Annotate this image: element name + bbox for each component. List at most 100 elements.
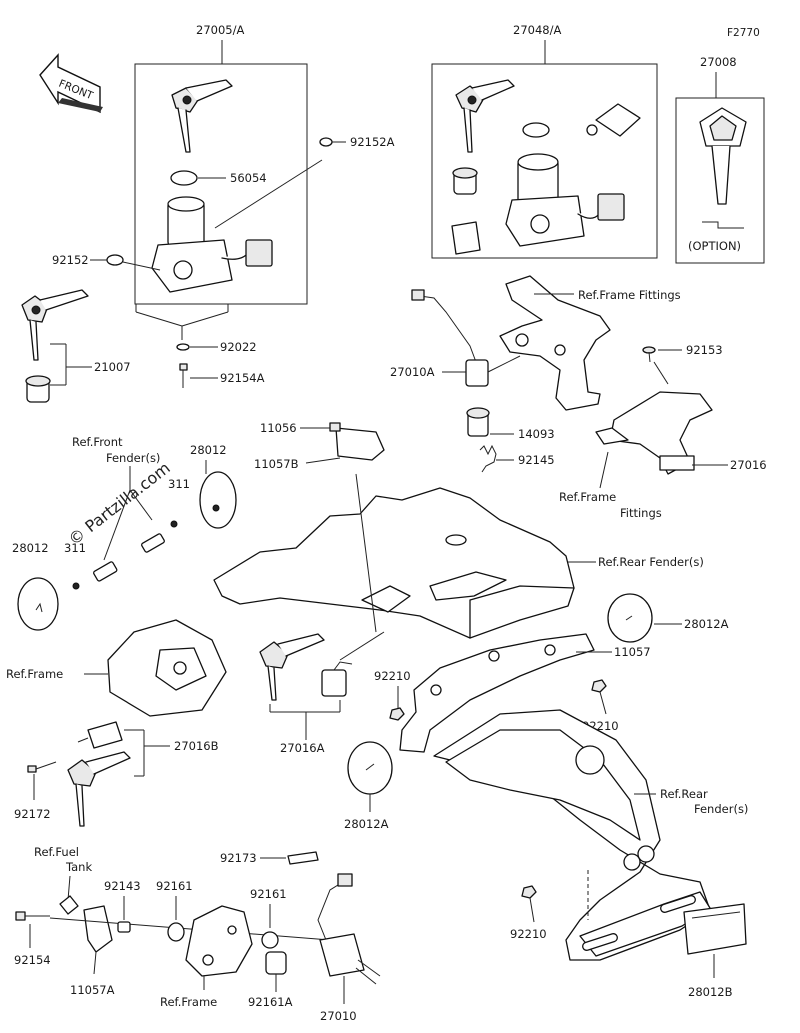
clamp-92173 [287,851,319,865]
label-ref-front-fender-a: Ref.Front [72,435,123,449]
washer-92022 [176,343,190,351]
label-27016: 27016 [730,458,767,472]
sensor-27010A [411,289,489,387]
bracket-27048 [451,221,481,255]
label-option: (OPTION) [688,239,741,253]
frame-fittings-bracket [499,275,611,411]
nut-92210-right [591,679,607,693]
label-ref-frame: Ref.Frame [6,667,63,681]
label-27016A: 27016A [280,741,325,755]
lock-27016A [321,661,353,697]
label-11057A: 11057A [70,983,115,997]
label-92210-bottom: 92210 [510,927,547,941]
option-key-27008 [699,107,747,205]
cap-28012-left [17,577,59,631]
washer-92152 [106,254,124,266]
ignition-switch-27048 [505,153,625,247]
screw-92172 [27,761,57,773]
label-11057B: 11057B [254,457,299,471]
label-28012A-right: 28012A [684,617,729,631]
label-ref-frame-bottom: Ref.Frame [160,995,217,1009]
figure-code: F2770 [727,27,760,39]
screw-92154 [15,911,50,921]
label-28012-left: 28012 [12,541,49,555]
label-27010: 27010 [320,1009,357,1023]
label-ref-fuel-tank-a: Ref.Fuel [34,845,79,859]
key-21007 [21,289,89,361]
label-27008: 27008 [700,55,737,69]
label-27048A: 27048/A [513,23,561,37]
bracket-27016 [595,391,713,475]
label-28012B: 28012B [688,985,733,999]
label-92152: 92152 [52,253,89,267]
label-ref-front-fender-b: Fender(s) [106,451,160,465]
label-ref-rear-fender-1: Ref.Rear Fender(s) [598,555,704,569]
label-27005A: 27005/A [196,23,244,37]
lock-cylinder-21007 [25,375,51,403]
cap-28012A-mid [347,741,393,795]
label-28012A-mid: 28012A [344,817,389,831]
label-11056: 11056 [260,421,297,435]
washer-56054 [170,170,198,186]
ignition-key-27048 [455,79,515,153]
label-311-top: 311 [168,477,190,491]
label-92161A: 92161A [248,995,293,1009]
ignition-switch-body [151,196,273,293]
sensor-27010 [317,873,381,985]
label-14093: 14093 [518,427,555,441]
key-27016B [67,751,131,827]
label-92143: 92143 [104,879,141,893]
sensor-27048 [586,103,641,137]
label-92145: 92145 [518,453,555,467]
frame-bracket-bottom [185,905,253,977]
cap-28012A-right [607,593,653,643]
grommet-92161-b [261,931,279,949]
rear-fender-assembly [433,709,711,961]
label-311-left: 311 [64,541,86,555]
bracket-fuel-tank [59,895,79,915]
collar-92161A [265,951,287,975]
spring-92145 [479,444,497,473]
label-27010A: 27010A [390,365,435,379]
label-ref-rear-fender-2a: Ref.Rear [660,787,708,801]
bracket-11057 [399,633,595,753]
label-92154: 92154 [14,953,51,967]
label-11057: 11057 [614,645,651,659]
washer-92152A [319,137,333,147]
screw-92154A [179,363,188,388]
lock-cylinder-14093 [466,407,490,437]
bracket-11056 [329,422,385,461]
front-arrow-icon: FRONT [39,53,103,114]
nut-92210-bottom [521,885,537,899]
label-92152A: 92152A [350,135,395,149]
collar-92143 [117,921,131,933]
key-profile-icon [702,221,744,229]
reflector-28012B [683,903,747,955]
label-92154A: 92154A [220,371,265,385]
label-27016B: 27016B [174,739,219,753]
rear-fender-tray [213,487,575,639]
label-92161-a: 92161 [156,879,193,893]
lock-27016B [77,721,123,749]
label-ref-frame-fittings-1: Ref.Frame Fittings [578,288,681,302]
label-21007: 21007 [94,360,131,374]
cap-28012-top [199,471,237,529]
key-27016A [259,633,325,701]
bracket-11057A [83,905,113,953]
label-92022: 92022 [220,340,257,354]
lock-cylinder-27048 [452,167,478,195]
frame-bracket-left [107,619,227,717]
label-92173: 92173 [220,851,257,865]
label-56054: 56054 [230,171,267,185]
label-28012-top: 28012 [190,443,227,457]
label-92161-b: 92161 [250,887,287,901]
nut-92210-mid [389,707,405,721]
grommet-311-left [72,561,118,590]
label-92210-mid: 92210 [374,669,411,683]
label-92172: 92172 [14,807,51,821]
grommet-92161-a [167,922,185,942]
grommet-311-top [141,520,178,553]
screw-92153 [642,346,656,363]
label-ref-fuel-tank-b: Tank [65,860,92,874]
